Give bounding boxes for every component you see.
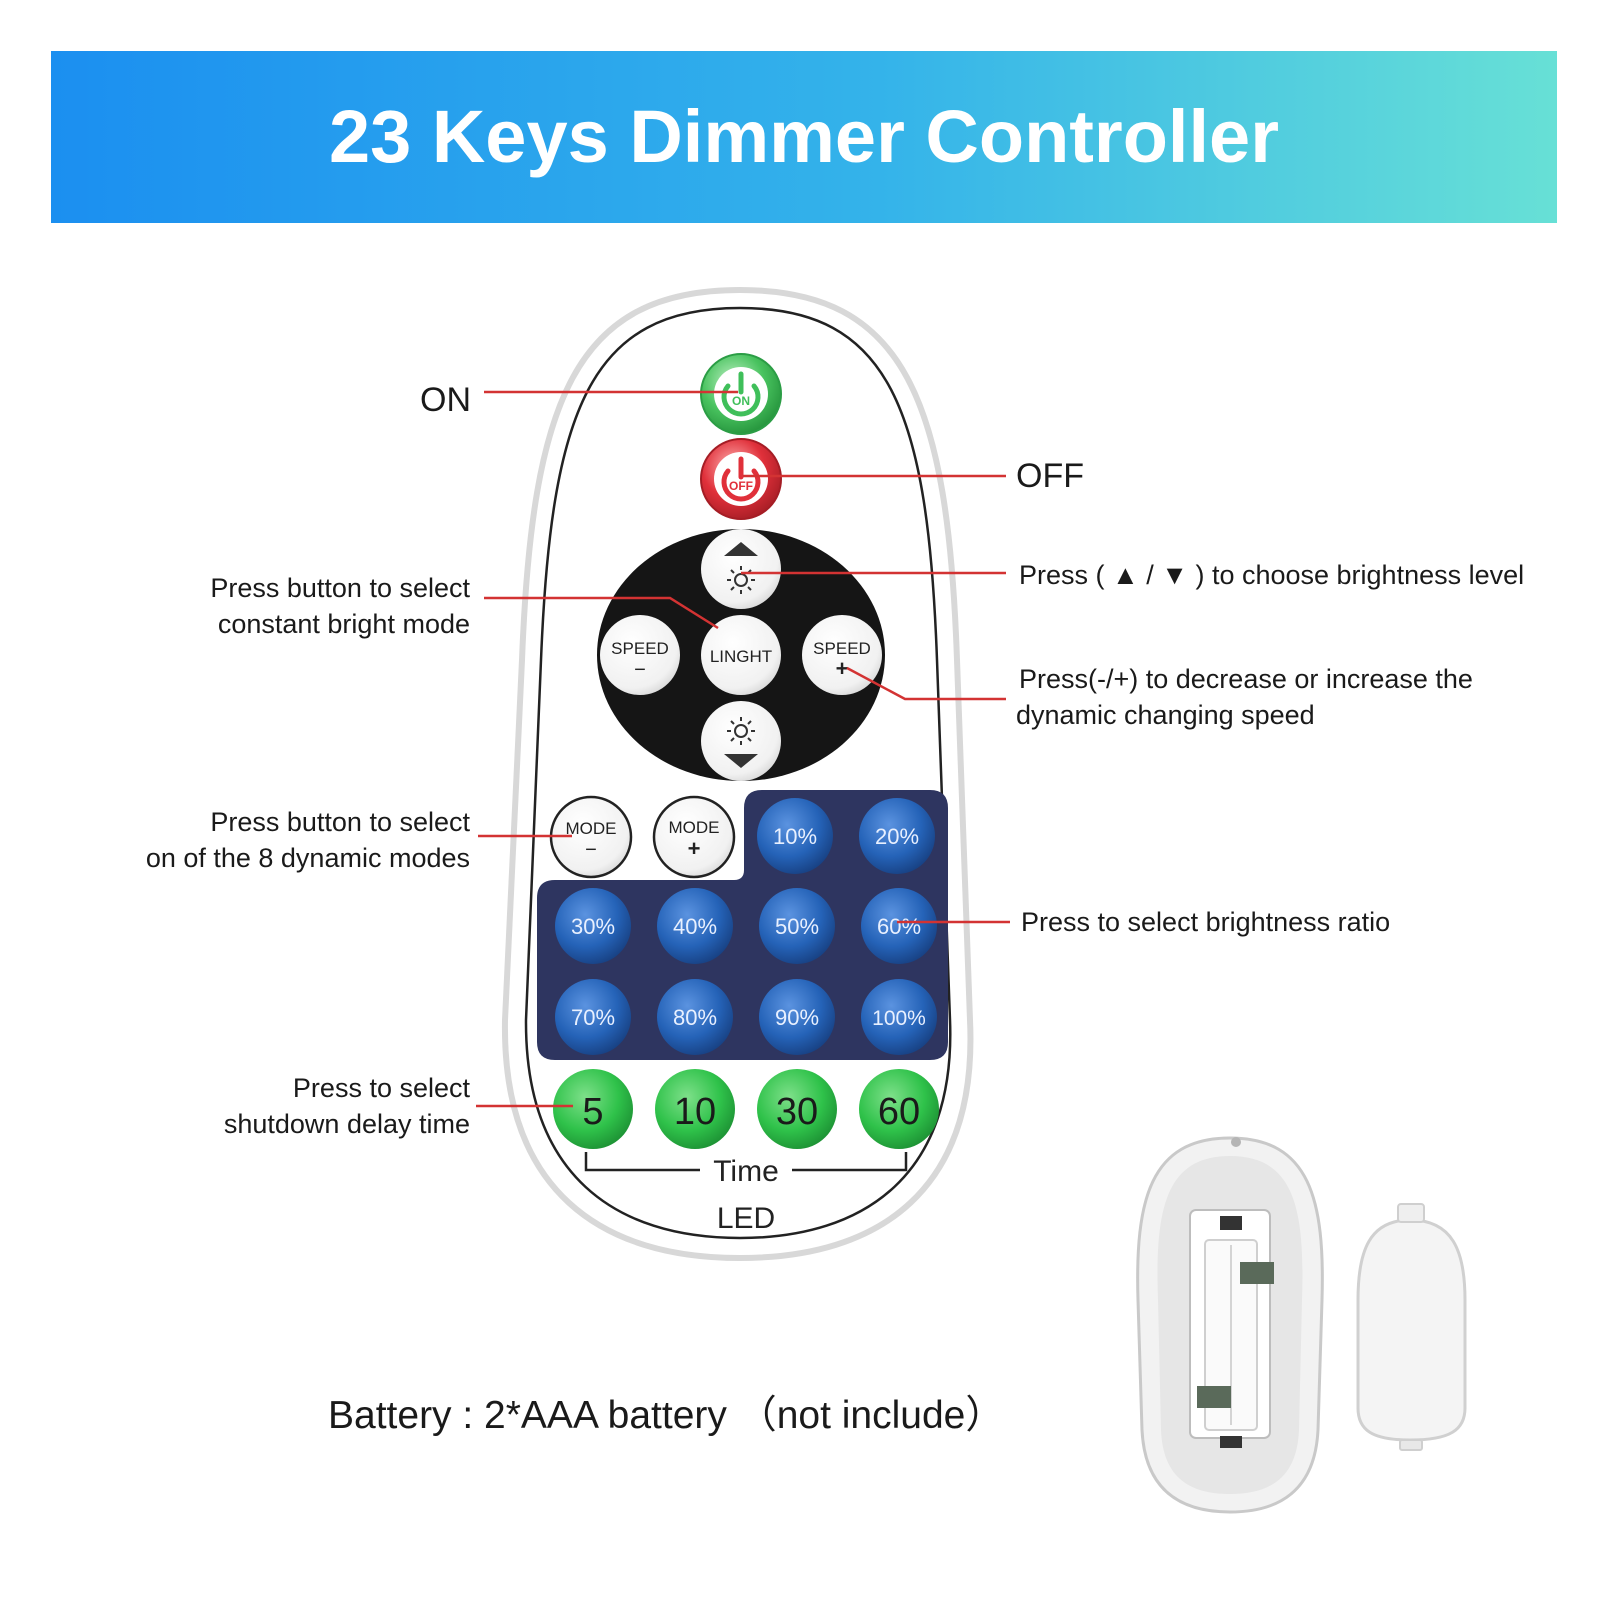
brightness-key-label: 50% [775,914,819,939]
brightness-panel [537,790,948,1060]
remote-inner-outline [524,306,952,1240]
brightness-down-button[interactable] [701,701,781,781]
mode-plus-sign: + [688,836,701,861]
brightness-key-label: 70% [571,1005,615,1030]
light-button-label: LINGHT [710,647,772,666]
page-title: 23 Keys Dimmer Controller [328,95,1279,178]
brightness-key-30[interactable]: 30% [555,888,631,964]
mode-plus-label: MODE [669,818,720,837]
annotation-brightness-ratio: Press to select brightness ratio [1021,907,1391,937]
speed-minus-label: SPEED [611,639,669,658]
brightness-key-label: 10% [773,824,817,849]
brightness-key-label: 100% [872,1007,926,1030]
light-button[interactable]: LINGHT [701,615,781,695]
up-arrow-icon [724,542,758,556]
mode-minus-button[interactable]: MODE − [549,795,633,879]
mode-plus-button[interactable]: MODE + [652,795,736,879]
annotation-dynamic-mode-line1: Press button to select [210,807,470,837]
off-button-label: OFF [729,479,753,493]
brightness-key-100[interactable]: 100% [861,979,937,1055]
annotation-on: ON [420,381,471,419]
timer-key-10[interactable]: 10 [655,1069,735,1149]
battery-cover-photo [1356,1203,1467,1451]
annotation-off: OFF [1016,457,1084,495]
brightness-key-60[interactable]: 60% [861,888,937,964]
annotation-constant-mode-line2: constant bright mode [217,609,470,639]
power-icon [721,371,761,417]
timer-key-label: 30 [776,1091,818,1133]
timer-key-label: 5 [582,1091,603,1133]
off-button[interactable]: OFF [700,438,782,520]
brightness-key-label: 90% [775,1005,819,1030]
annotation-delay-line1: Press to select [292,1073,470,1103]
speed-plus-button[interactable]: SPEED + [802,615,882,695]
mode-minus-label: MODE [566,819,617,838]
down-arrow-icon [724,754,758,768]
on-button[interactable]: ON [700,353,782,435]
annotation-constant-mode-line1: Press button to select [210,573,470,603]
brightness-key-label: 40% [673,914,717,939]
annotation-speed-line2: dynamic changing speed [1016,700,1315,730]
leader-lines [476,390,1010,1108]
timer-key-30[interactable]: 30 [757,1069,837,1149]
time-bracket [584,1152,908,1172]
timer-key-60[interactable]: 60 [859,1069,939,1149]
brightness-key-label: 80% [673,1005,717,1030]
speed-minus-sign: − [634,659,646,681]
brightness-key-label: 30% [571,914,615,939]
battery-note: Battery : 2*AAA battery （not include） [328,1394,1005,1437]
brightness-key-80[interactable]: 80% [657,979,733,1055]
speed-plus-label: SPEED [813,639,871,658]
brightness-key-40[interactable]: 40% [657,888,733,964]
sun-icon [727,717,755,745]
timer-key-label: 10 [674,1091,716,1133]
time-label: Time [713,1155,779,1188]
annotation-dynamic-mode-line2: on of the 8 dynamic modes [145,843,470,873]
timer-key-5[interactable]: 5 [553,1069,633,1149]
brightness-up-button[interactable] [701,529,781,609]
annotation-speed-line1: Press(-/+) to decrease or increase the [1019,664,1473,694]
brightness-key-10[interactable]: 10% [757,798,833,874]
brightness-key-label: 20% [875,824,919,849]
speed-minus-button[interactable]: SPEED − [600,615,680,695]
title-banner: 23 Keys Dimmer Controller [51,51,1557,223]
annotation-delay-line2: shutdown delay time [223,1109,470,1139]
remote-back-photo [1136,1136,1324,1514]
annotation-brightness-level: Press ( ▲ / ▼ ) to choose brightness lev… [1019,560,1525,590]
mode-minus-sign: − [585,839,597,861]
timer-key-label: 60 [878,1091,920,1133]
brand-label: LED [717,1202,775,1235]
speed-plus-sign: + [836,656,849,681]
power-icon [721,456,761,502]
on-button-label: ON [732,394,750,408]
brightness-key-label: 60% [877,914,921,939]
brightness-key-90[interactable]: 90% [759,979,835,1055]
brightness-key-20[interactable]: 20% [859,798,935,874]
brightness-key-50[interactable]: 50% [759,888,835,964]
brightness-key-70[interactable]: 70% [555,979,631,1055]
